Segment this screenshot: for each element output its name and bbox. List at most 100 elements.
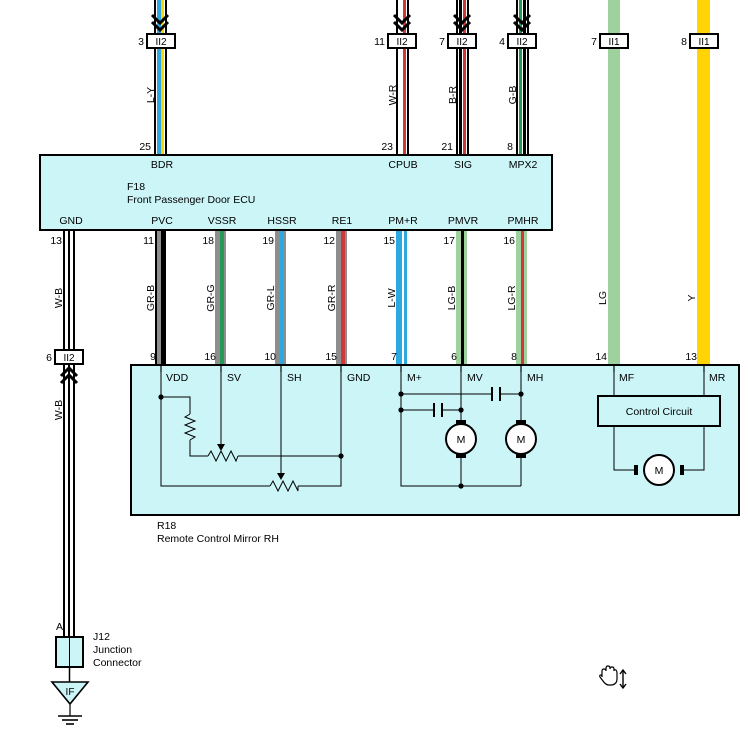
mirror-pin-number: 9 — [150, 351, 156, 363]
mirror-pin-label: MR — [709, 372, 726, 384]
ecu-pin-number: 12 — [323, 235, 335, 247]
top-connector-6: II1 8 — [681, 33, 719, 49]
ecu-pin-number: 13 — [50, 235, 62, 247]
junction-ref: J12 — [93, 631, 110, 643]
wiper-arrow-icon — [277, 473, 285, 480]
ecu-pin-label: CPUB — [388, 159, 417, 171]
wire-color-label: GR-B — [145, 285, 157, 311]
wire-color-label: Y — [686, 294, 698, 301]
mirror-pin-number: 14 — [595, 351, 607, 363]
hand-pan-cursor-icon — [599, 665, 627, 690]
ecu-pin-label: PVC — [151, 215, 173, 227]
wire-lg-b — [456, 230, 467, 365]
motor-icon: M — [445, 420, 477, 458]
wire-color-label: GR-L — [265, 285, 277, 310]
junction-dot — [458, 407, 464, 413]
wiper-arrow-icon — [217, 444, 225, 451]
connector-pin: 4 — [499, 36, 505, 48]
ecu-pin-label: SIG — [454, 159, 472, 171]
junction-dot — [398, 391, 404, 397]
mirror-pin-label: VDD — [166, 372, 189, 384]
top-connector-5: II1 7 — [591, 33, 629, 49]
pin-stubs — [160, 365, 705, 372]
mirror-pin-number: 15 — [325, 351, 337, 363]
top-connector-4: II2 4 — [499, 33, 537, 49]
wire-color-label: L-Y — [145, 87, 157, 103]
mirror-pin-number: 13 — [685, 351, 697, 363]
mirror-ref: R18 — [157, 520, 176, 532]
mirror-name: Remote Control Mirror RH — [157, 533, 279, 545]
mirror-pin-label: GND — [347, 372, 371, 384]
ecu-pin-label: RE1 — [332, 215, 353, 227]
wire-color-label: GR-R — [326, 284, 338, 311]
connector-pin: 8 — [681, 36, 687, 48]
ecu-name: Front Passenger Door ECU — [127, 194, 255, 206]
capacitor-icon — [433, 387, 501, 417]
ecu-pin-label: PMVR — [448, 215, 479, 227]
top-connector-2: II2 11 — [374, 33, 417, 49]
ground-icon: IF — [50, 681, 90, 725]
ecu-pin-label: MPX2 — [509, 159, 538, 171]
ecu-pin-label: PMHR — [508, 215, 539, 227]
connector-name: II2 — [155, 37, 167, 48]
mirror-pin-label: MF — [619, 372, 634, 384]
connector-pin: 6 — [46, 352, 52, 364]
connector-pin: 7 — [439, 36, 445, 48]
ecu-pin-label: VSSR — [208, 215, 237, 227]
ecu-pin-label: GND — [59, 215, 83, 227]
wire-color-label: G-B — [507, 86, 519, 105]
ecu-pin-number: 11 — [143, 235, 154, 247]
ecu-pin-number: 8 — [507, 141, 513, 153]
wire-color-label: LG-B — [446, 286, 458, 311]
junction-line2: Connector — [93, 657, 142, 669]
mirror-pin-label: MV — [467, 372, 483, 384]
ecu-pin-number: 17 — [443, 235, 455, 247]
ecu-pin-label: PM+R — [388, 215, 418, 227]
wire-color-label: GR-G — [205, 284, 217, 311]
mirror-pin-label: M+ — [407, 372, 422, 384]
top-connector-3: II2 7 — [439, 33, 477, 49]
ground-connector: II2 6 — [46, 349, 84, 365]
wire-gr-l — [275, 230, 286, 365]
ground-label: IF — [66, 687, 75, 698]
connector-name: II2 — [456, 37, 468, 48]
control-circuit-label: Control Circuit — [626, 406, 693, 418]
junction-dot — [158, 394, 164, 400]
motor-label: M — [655, 465, 664, 477]
junction-dot — [518, 391, 524, 397]
motor-icon: M — [634, 454, 684, 486]
junction-dot — [398, 407, 404, 413]
wire-y — [697, 0, 710, 365]
ecu-pin-number: 15 — [383, 235, 395, 247]
connector-pin: 3 — [138, 36, 144, 48]
mirror-pin-number: 8 — [511, 351, 517, 363]
wire-color-label: LG-R — [506, 285, 518, 311]
junction-dot — [458, 483, 464, 489]
mirror-pin-number: 7 — [391, 351, 397, 363]
wire-l-w — [396, 230, 407, 365]
wire-lg — [608, 0, 620, 365]
mirror-pin-label: SV — [227, 372, 241, 384]
junction-pin: A — [56, 621, 63, 633]
wire-color-label: LG — [597, 291, 609, 305]
junction-connector: A J12 Junction Connector — [55, 621, 142, 669]
junction-dot — [338, 453, 344, 459]
wire-lg-r — [516, 230, 527, 365]
mirror-box — [130, 364, 740, 516]
mirror-pin-label: SH — [287, 372, 302, 384]
ecu-pin-number: 21 — [441, 141, 453, 153]
ecu-box — [39, 154, 553, 231]
wire-color-label: W-B — [53, 400, 65, 420]
ecu-pin-label: HSSR — [267, 215, 297, 227]
wire-gr-g — [215, 230, 226, 365]
motor-icon: M — [505, 420, 537, 458]
retract-circuit — [613, 372, 705, 471]
wire-color-label: W-B — [53, 288, 65, 308]
wire-color-label: B-R — [447, 86, 459, 105]
mirror-pin-number: 6 — [451, 351, 457, 363]
ecu-pin-label: BDR — [151, 159, 174, 171]
wire-color-label: W-R — [387, 84, 399, 105]
wire-w-b-ground — [63, 230, 75, 640]
